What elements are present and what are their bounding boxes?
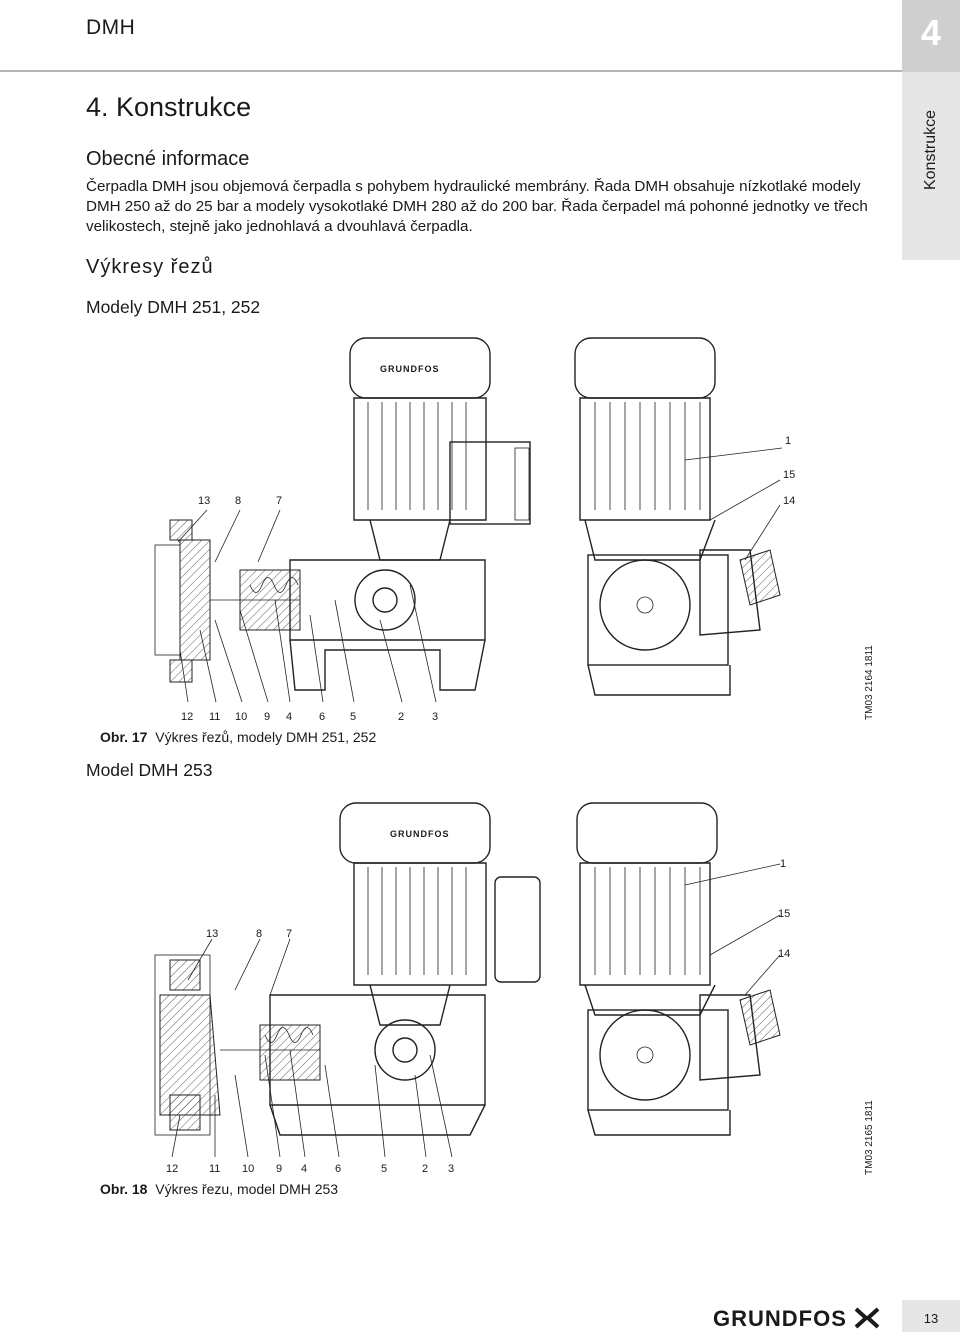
figure-2-front-view: GRUNDFOS [154, 802, 541, 1136]
grundfos-x-icon [854, 1307, 880, 1329]
figure-2-callout-1: 1 [780, 858, 786, 870]
figure-1-side-view [574, 337, 781, 696]
figure-2-callout-7: 7 [286, 928, 292, 940]
figure-1-callout-1: 1 [785, 435, 791, 447]
intro-paragraph: Čerpadla DMH jsou objemová čerpadla s po… [86, 178, 868, 235]
figure-2-caption: Obr. 18 Výkres řezu, model DMH 253 [100, 1181, 338, 1197]
figure-1-callout-9: 9 [264, 711, 270, 720]
figure-1-callout-6: 6 [319, 711, 325, 720]
figure-2-callout-10: 10 [242, 1163, 254, 1175]
figure-1-callout-14: 14 [783, 495, 795, 507]
figure-2-callout-8: 8 [256, 928, 262, 940]
figure-2-callout-13: 13 [206, 928, 218, 940]
chapter-number: 4 [920, 12, 942, 53]
figure-1-caption-label: Obr. 17 [100, 729, 148, 745]
figure-2-callout-11: 11 [209, 1163, 220, 1175]
figure-2-callout-15: 15 [778, 908, 790, 920]
figure-1-caption: Obr. 17 Výkres řezů, modely DMH 251, 252 [100, 729, 376, 745]
figure-2-drawing: GRUNDFOS [154, 802, 790, 1175]
figure-2-callout-12: 12 [166, 1163, 178, 1175]
figure-2-ref-code: TM03 2165 1811 [864, 1100, 875, 1175]
side-tab-label: Konstrukce [922, 109, 939, 191]
figure-1-callout-5: 5 [350, 711, 356, 720]
header-title: DMH [86, 16, 136, 39]
figure-2-callout-5: 5 [381, 1163, 387, 1175]
figure-1-leaders [177, 447, 783, 703]
side-tab-strip [902, 72, 960, 260]
figure-1-callout-11: 11 [209, 711, 220, 720]
figure-2-callout-3: 3 [448, 1163, 454, 1175]
figure-1-callout-15: 15 [783, 469, 795, 481]
figure-2-callout-9: 9 [276, 1163, 282, 1175]
figure-1-heading: Modely DMH 251, 252 [86, 297, 261, 317]
figure-1-callout-4: 4 [286, 711, 292, 720]
figure-1-callout-3: 3 [432, 711, 438, 720]
figure-1-front-view: GRUNDFOS [154, 337, 531, 691]
figure-1-ref-code: TM03 2164 1811 [864, 645, 875, 720]
figure-1-callout-13: 13 [198, 495, 210, 507]
figure-2-logo-text: GRUNDFOS [390, 829, 450, 839]
section-title: 4. Konstrukce [86, 92, 252, 122]
figure-1-drawing: GRUNDFOS [154, 337, 795, 720]
drawings-title: Výkresy řezů [86, 256, 214, 278]
chapter-tab [902, 0, 960, 72]
footer-brand-text: GRUNDFOS [713, 1306, 847, 1331]
figure-2-heading: Model DMH 253 [86, 760, 213, 780]
figure-2-caption-label: Obr. 18 [100, 1181, 148, 1197]
figure-1-callout-10: 10 [235, 711, 247, 720]
figure-1-callout-7: 7 [276, 495, 282, 507]
figure-1-callout-12: 12 [181, 711, 193, 720]
figure-2-caption-text: Výkres řezu, model DMH 253 [155, 1181, 339, 1197]
figure-1-callout-2: 2 [398, 711, 404, 720]
figure-2-callout-2: 2 [422, 1163, 428, 1175]
figure-1-logo-text: GRUNDFOS [380, 364, 440, 374]
figure-2-callout-4: 4 [301, 1163, 307, 1175]
page-number-box [902, 1300, 960, 1332]
figure-2-side-view [576, 802, 781, 1136]
footer-brand-logo: GRUNDFOS [713, 1306, 880, 1332]
page-number: 13 [923, 1311, 939, 1326]
header-divider [0, 70, 960, 72]
figure-1-caption-text: Výkres řezů, modely DMH 251, 252 [155, 729, 377, 745]
section-subtitle: Obecné informace [86, 148, 250, 170]
figure-2-leaders [171, 863, 781, 1158]
figure-2-callout-14: 14 [778, 948, 790, 960]
figure-2-callout-6: 6 [335, 1163, 341, 1175]
figure-1-callout-8: 8 [235, 495, 241, 507]
